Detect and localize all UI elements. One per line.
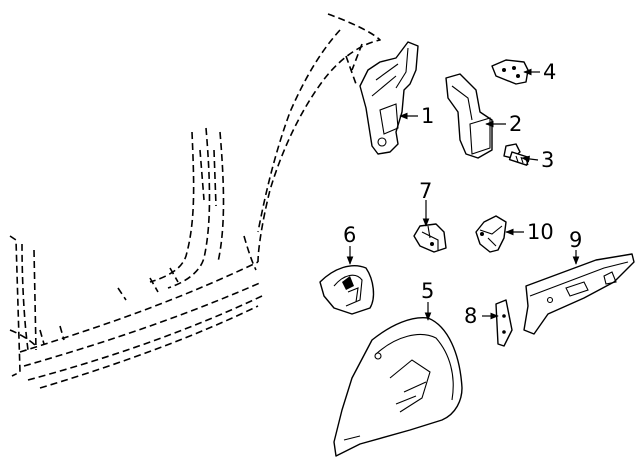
callout-1: 1 xyxy=(421,104,434,128)
part-8-strip xyxy=(495,299,513,347)
part-5-wheelhouse xyxy=(333,317,463,457)
part-3-bolt xyxy=(503,143,530,166)
part-9-panel xyxy=(523,253,635,335)
callout-leaders xyxy=(346,68,580,321)
part-7-bracket xyxy=(413,223,447,253)
callout-7: 7 xyxy=(419,179,432,203)
part-2-bracket xyxy=(445,73,493,159)
callout-8: 8 xyxy=(464,304,477,328)
callout-10: 10 xyxy=(527,220,554,244)
callout-3: 3 xyxy=(541,148,554,172)
callout-labels: 1 2 3 4 5 6 7 8 9 10 xyxy=(343,60,582,328)
body-side-outline xyxy=(9,13,381,389)
leader-3 xyxy=(521,155,539,163)
callout-9: 9 xyxy=(569,228,582,252)
part-4-plate xyxy=(491,59,529,85)
part-1-pillar-bracket xyxy=(359,41,419,155)
callout-4: 4 xyxy=(543,60,556,84)
part-6-liner-piece xyxy=(319,264,375,315)
callout-2: 2 xyxy=(509,112,522,136)
part-10-clip xyxy=(475,215,507,253)
callout-6: 6 xyxy=(343,223,356,247)
callout-5: 5 xyxy=(421,279,434,303)
